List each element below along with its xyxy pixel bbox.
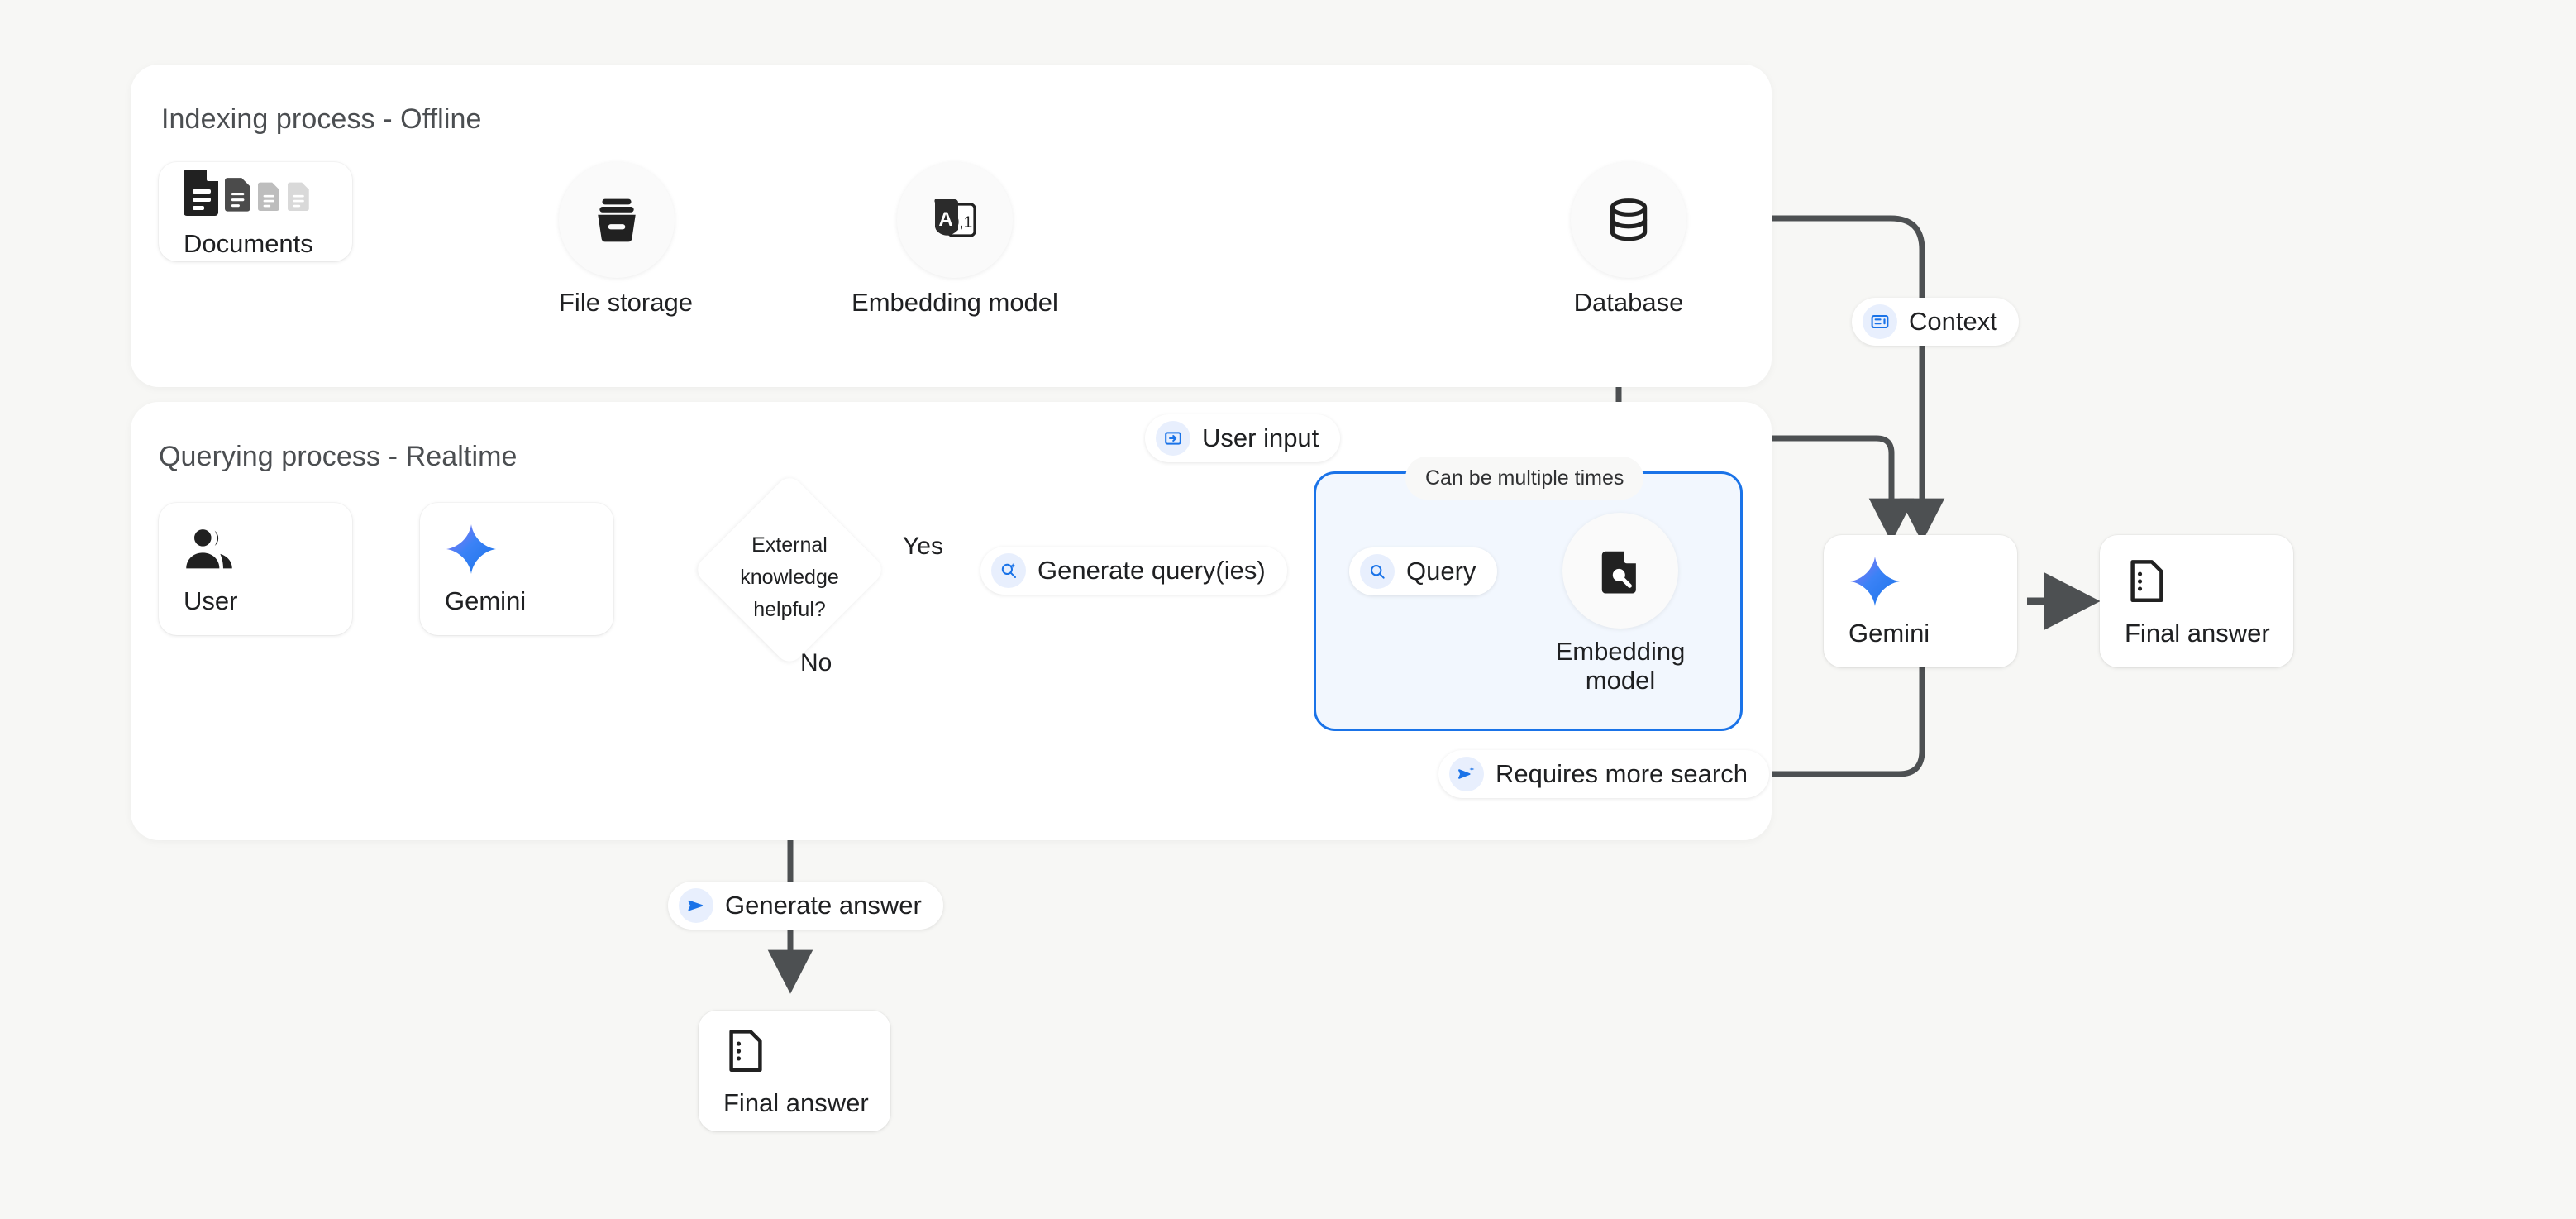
documents-icon [184,165,352,219]
indexing-panel-title: Indexing process - Offline [161,103,482,135]
chip-context-label: Context [1909,307,1997,336]
edge-label-yes: Yes [903,533,943,560]
chip-context[interactable]: Context [1852,298,2019,346]
chip-can-be-multiple-times: Can be multiple times [1405,457,1644,500]
chip-requires-more-search-label: Requires more search [1496,759,1748,788]
node-file-storage[interactable] [559,162,675,278]
node-final-answer-right[interactable]: Final answer [2100,535,2293,667]
search-spark-icon [991,553,1026,588]
chip-can-be-multiple-times-label: Can be multiple times [1425,466,1624,490]
node-final-answer-right-label: Final answer [2125,619,2270,648]
chip-user-input[interactable]: User input [1145,414,1341,462]
node-database-label: Database [1573,288,1684,317]
chip-query-label: Query [1406,557,1476,586]
node-embedding-model-querying[interactable] [1562,513,1678,629]
node-final-answer-bottom[interactable]: Final answer [699,1011,890,1131]
send-spark-icon [1449,757,1484,791]
node-gemini-input[interactable]: Gemini [420,503,613,635]
document-search-icon [1596,547,1644,595]
node-file-storage-label: File storage [559,288,693,317]
node-final-answer-bottom-label: Final answer [723,1088,869,1117]
edge-label-no: No [800,649,832,676]
node-decision-label: External knowledge helpful? [740,533,839,621]
chip-generate-queries[interactable]: Generate query(ies) [980,547,1287,595]
chip-query[interactable]: Query [1349,547,1498,595]
chip-user-input-label: User input [1202,423,1319,452]
database-icon [1603,194,1654,246]
send-icon [679,888,713,923]
chip-requires-more-search[interactable]: Requires more search [1438,750,1769,798]
node-documents-label: Documents [184,229,313,258]
text-to-vector-icon: 0,1 A [926,193,984,247]
node-user[interactable]: User [159,503,352,635]
node-user-label: User [184,586,238,615]
answer-doc-icon [2125,554,2293,609]
node-embedding-model-querying-label: Embedding model [1555,637,1686,696]
node-embedding-model-indexing[interactable]: 0,1 A [897,162,1013,278]
svg-text:A: A [938,208,952,231]
search-icon [1360,554,1395,589]
node-gemini-output[interactable]: Gemini [1824,535,2017,667]
user-group-icon [184,522,352,576]
input-arrow-icon [1156,421,1190,456]
chip-generate-answer-label: Generate answer [725,891,922,920]
node-embedding-model-indexing-label: Embedding model [852,288,1058,317]
context-panel-icon [1863,304,1897,339]
querying-panel-title: Querying process - Realtime [159,441,518,472]
gemini-spark-icon [1849,554,2017,609]
node-database[interactable] [1571,162,1686,278]
node-documents[interactable]: Documents [159,162,352,261]
node-gemini-input-label: Gemini [445,586,527,615]
chip-generate-queries-label: Generate query(ies) [1038,556,1266,585]
file-storage-icon [591,194,642,246]
chip-generate-answer[interactable]: Generate answer [668,882,943,930]
gemini-spark-icon [445,522,613,576]
answer-doc-icon [723,1024,890,1078]
node-gemini-output-label: Gemini [1849,619,1930,648]
